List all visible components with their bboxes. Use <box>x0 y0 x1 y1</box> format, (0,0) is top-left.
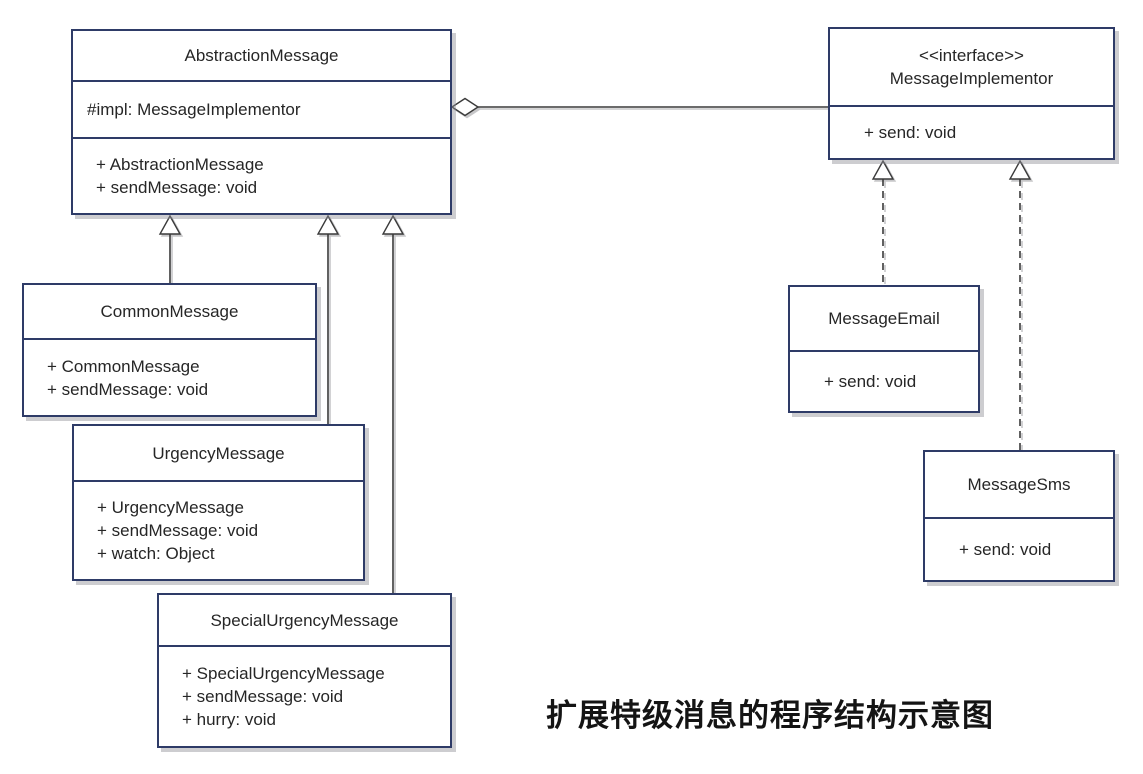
methods-compartment: + AbstractionMessage + sendMessage: void <box>73 137 450 213</box>
class-box-message-email: MessageEmail + send: void <box>788 285 980 413</box>
diagram-title: 扩展特级消息的程序结构示意图 <box>546 698 994 733</box>
method-item: + sendMessage: void <box>96 178 258 197</box>
class-title: <<interface>> MessageImplementor <box>830 29 1113 105</box>
class-box-special-urgency-message: SpecialUrgencyMessage + SpecialUrgencyMe… <box>157 593 452 748</box>
method-item: + UrgencyMessage <box>97 498 244 517</box>
method-item: + hurry: void <box>182 710 277 729</box>
methods-compartment: + SpecialUrgencyMessage + sendMessage: v… <box>159 645 450 746</box>
generalization-arrow-icon <box>381 214 405 235</box>
class-box-urgency-message: UrgencyMessage + UrgencyMessage + sendMe… <box>72 424 365 581</box>
generalization-arrow-icon <box>316 214 340 235</box>
class-title: MessageSms <box>967 475 1071 494</box>
methods-compartment: + send: void <box>925 517 1113 580</box>
methods-compartment: + send: void <box>790 350 978 411</box>
field-item: #impl: MessageImplementor <box>87 100 301 119</box>
method-item: + send: void <box>864 123 957 142</box>
class-box-message-implementor: <<interface>> MessageImplementor + send:… <box>828 27 1115 160</box>
method-item: + sendMessage: void <box>97 521 259 540</box>
class-title: UrgencyMessage <box>152 443 285 463</box>
methods-compartment: + CommonMessage + sendMessage: void <box>24 338 315 415</box>
generalization-arrow-icon <box>158 214 182 235</box>
class-box-abstraction-message: AbstractionMessage #impl: MessageImpleme… <box>71 29 452 215</box>
methods-compartment: + send: void <box>830 105 1113 158</box>
class-title: CommonMessage <box>100 302 239 321</box>
method-item: + send: void <box>824 372 917 391</box>
class-title: SpecialUrgencyMessage <box>210 610 399 630</box>
class-box-message-sms: MessageSms + send: void <box>923 450 1115 582</box>
method-item: + sendMessage: void <box>47 379 209 399</box>
method-item: + sendMessage: void <box>182 687 344 706</box>
class-name-label: MessageImplementor <box>889 69 1054 88</box>
methods-compartment: + UrgencyMessage + sendMessage: void + w… <box>74 480 363 579</box>
method-item: + send: void <box>959 540 1052 559</box>
method-item: + CommonMessage <box>47 356 200 376</box>
method-item: + AbstractionMessage <box>96 155 264 174</box>
method-item: + watch: Object <box>97 544 215 563</box>
method-item: + SpecialUrgencyMessage <box>182 664 385 683</box>
fields-compartment: #impl: MessageImplementor <box>73 80 450 137</box>
aggregation-diamond-icon <box>450 97 480 117</box>
class-box-common-message: CommonMessage + CommonMessage + sendMess… <box>22 283 317 417</box>
class-title: AbstractionMessage <box>184 46 339 65</box>
realization-arrow-icon <box>871 159 895 180</box>
class-title: MessageEmail <box>828 309 940 328</box>
stereotype-label: <<interface>> <box>919 46 1024 65</box>
realization-arrow-icon <box>1008 159 1032 180</box>
